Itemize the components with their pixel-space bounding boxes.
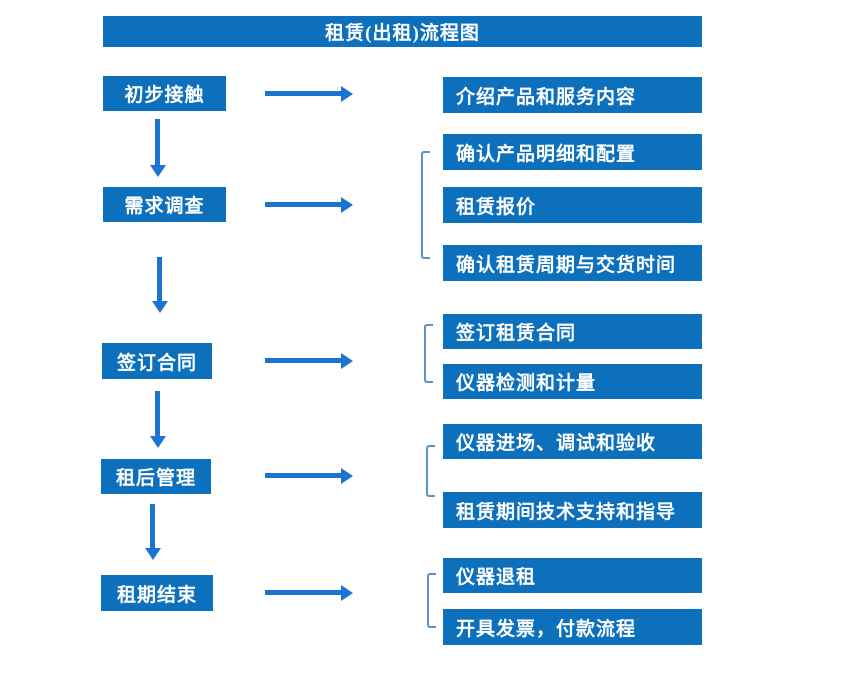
arrow-shaft bbox=[150, 504, 155, 549]
stage-box-rental-end: 租期结束 bbox=[101, 575, 213, 611]
detail-box-introduce-products: 介绍产品和服务内容 bbox=[443, 77, 702, 113]
detail-box-confirm-rental-period: 确认租赁周期与交货时间 bbox=[443, 245, 702, 281]
detail-box-instrument-return: 仪器退租 bbox=[443, 558, 702, 593]
arrow-head-icon bbox=[145, 548, 161, 560]
arrow-head-icon bbox=[341, 468, 353, 484]
bracket-group-post-rental bbox=[426, 445, 435, 497]
arrow-shaft bbox=[157, 257, 162, 302]
arrow-down-2 bbox=[152, 257, 168, 313]
stage-box-demand-survey: 需求调查 bbox=[103, 187, 226, 222]
arrow-shaft bbox=[265, 358, 342, 363]
arrow-down-3 bbox=[150, 391, 166, 448]
arrow-head-icon bbox=[341, 197, 353, 213]
arrow-head-icon bbox=[150, 165, 166, 177]
arrow-down-1 bbox=[150, 119, 166, 177]
detail-box-instrument-testing: 仪器检测和计量 bbox=[443, 364, 702, 399]
detail-box-instrument-entry-acceptance: 仪器进场、调试和验收 bbox=[443, 424, 702, 459]
arrow-head-icon bbox=[341, 585, 353, 601]
arrow-head-icon bbox=[152, 301, 168, 313]
arrow-right-5 bbox=[265, 585, 353, 601]
stage-box-sign-contract: 签订合同 bbox=[102, 343, 212, 379]
arrow-right-1 bbox=[265, 86, 353, 102]
detail-box-invoice-payment: 开具发票，付款流程 bbox=[443, 609, 702, 645]
arrow-shaft bbox=[155, 119, 160, 166]
stage-box-post-rental-management: 租后管理 bbox=[101, 459, 211, 494]
detail-box-confirm-product-details: 确认产品明细和配置 bbox=[443, 134, 702, 170]
arrow-shaft bbox=[265, 91, 342, 96]
bracket-group-sign-contract bbox=[424, 324, 433, 383]
arrow-right-4 bbox=[265, 468, 353, 484]
detail-box-rental-quote: 租赁报价 bbox=[443, 187, 702, 223]
arrow-shaft bbox=[265, 202, 342, 207]
arrow-shaft bbox=[155, 391, 160, 437]
arrow-shaft bbox=[265, 473, 342, 478]
arrow-down-4 bbox=[145, 504, 161, 560]
bracket-group-demand-survey bbox=[421, 151, 430, 259]
detail-box-technical-support: 租赁期间技术支持和指导 bbox=[443, 492, 702, 528]
stage-box-initial-contact: 初步接触 bbox=[103, 76, 226, 111]
page-title: 租赁(出租)流程图 bbox=[103, 16, 702, 47]
arrow-head-icon bbox=[341, 86, 353, 102]
detail-box-sign-rental-contract: 签订租赁合同 bbox=[443, 314, 702, 349]
arrow-head-icon bbox=[150, 436, 166, 448]
arrow-right-2 bbox=[265, 197, 353, 213]
arrow-head-icon bbox=[341, 353, 353, 369]
arrow-right-3 bbox=[265, 353, 353, 369]
bracket-group-rental-end bbox=[427, 573, 436, 628]
arrow-shaft bbox=[265, 590, 342, 595]
